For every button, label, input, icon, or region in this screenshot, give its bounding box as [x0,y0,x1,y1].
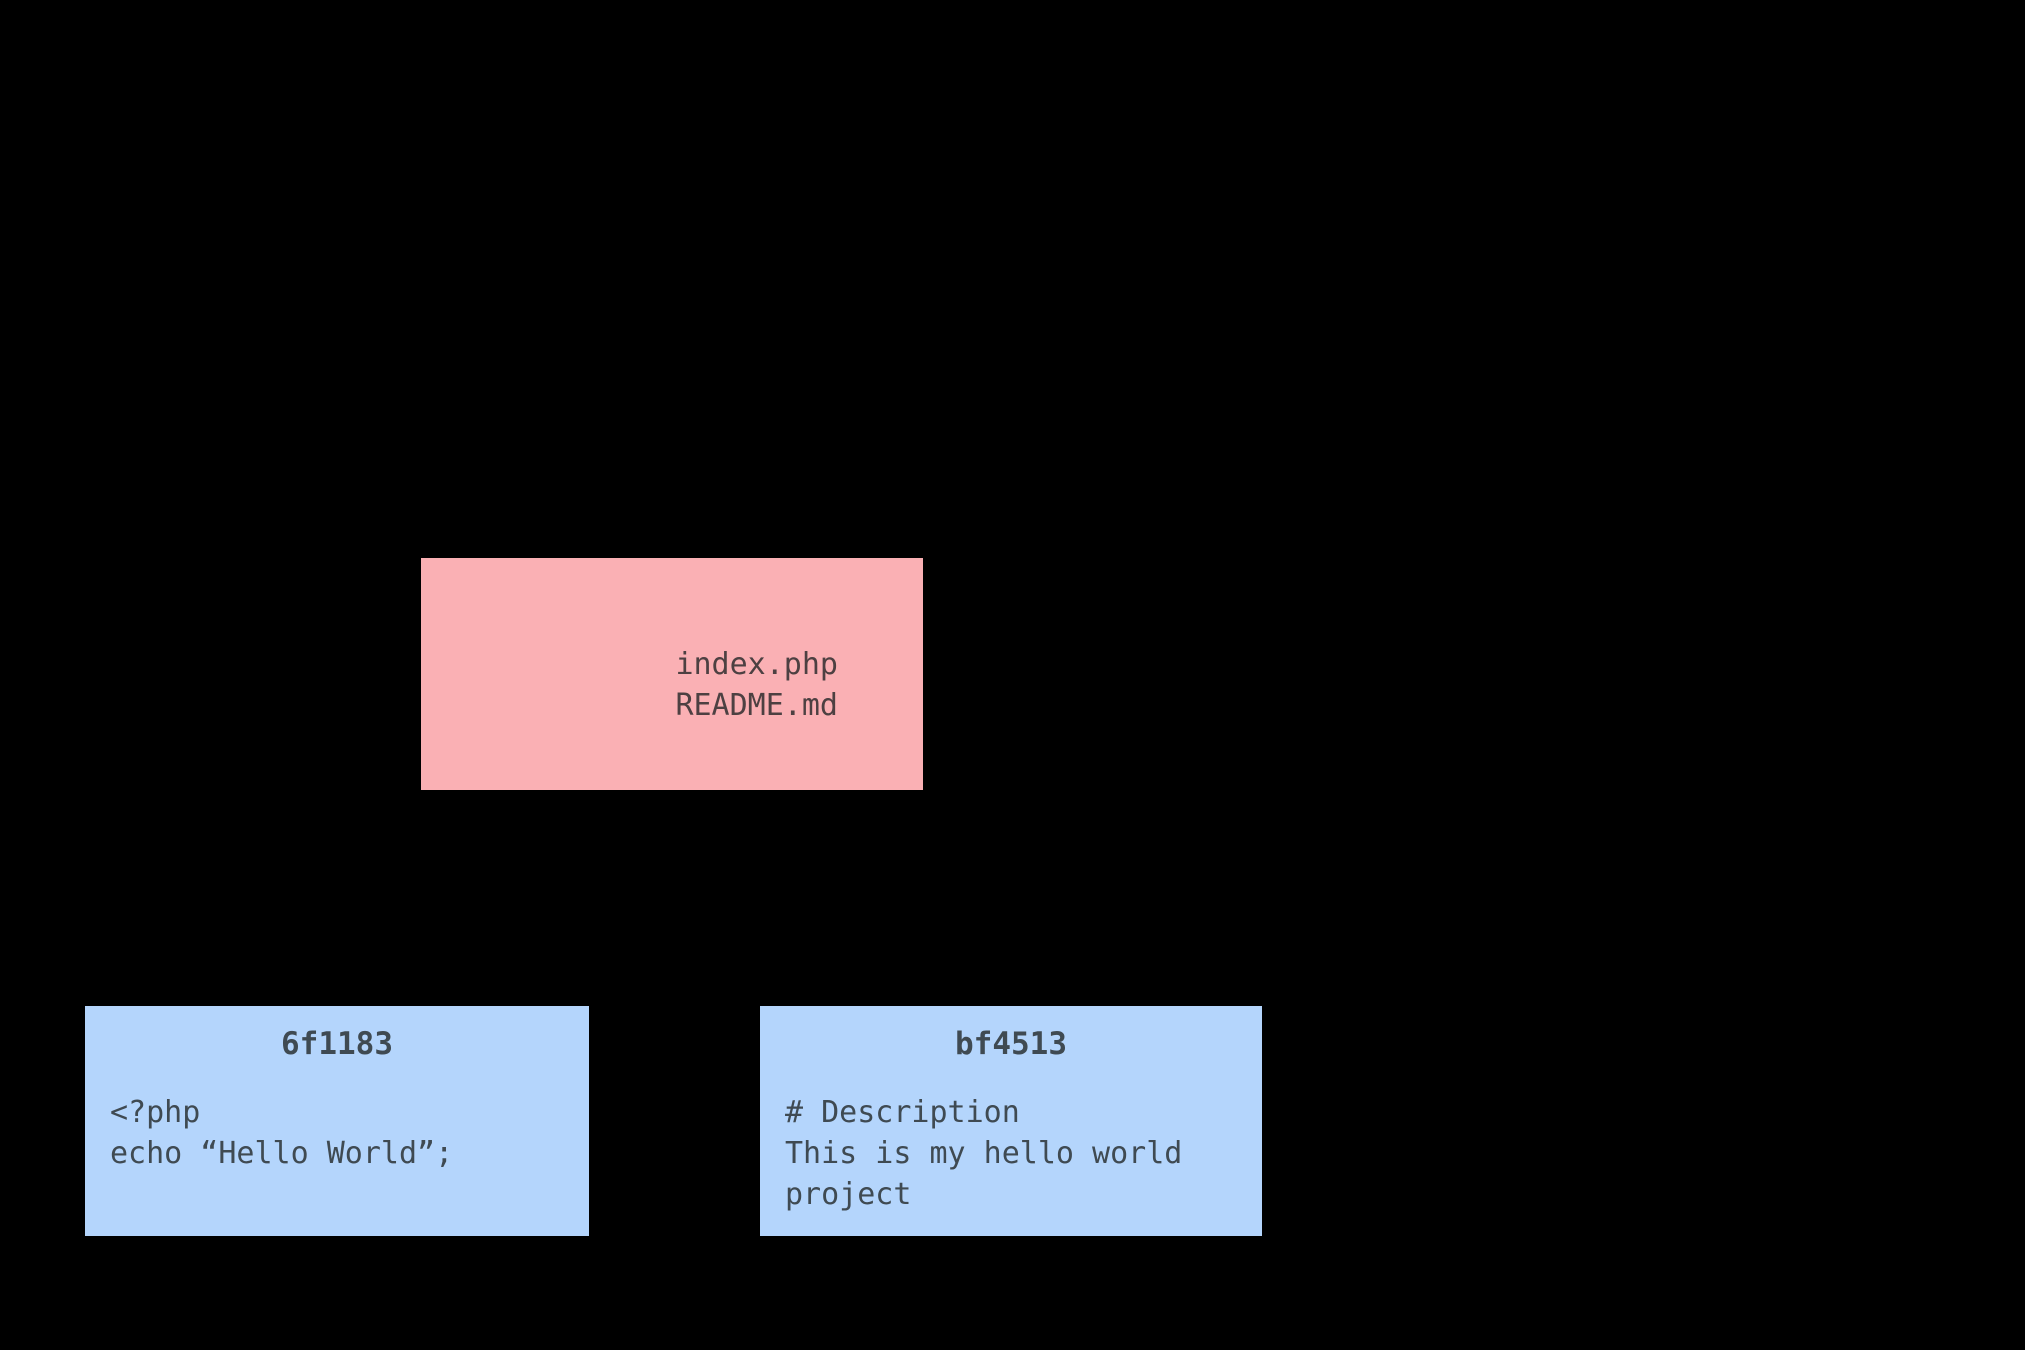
tree-entries-text: index.php README.md [675,647,838,723]
blob-hash-label: 6f1183 [281,1026,393,1062]
git-tree-node[interactable]: index.php README.md [421,558,923,790]
blob-content-text: # Description This is my hello world pro… [785,1095,1183,1212]
blob-content-text: <?php echo “Hello World”; [110,1095,454,1171]
git-blob-node-6f1183[interactable]: 6f1183 <?php echo “Hello World”; [85,1006,589,1236]
git-blob-node-bf4513[interactable]: bf4513 # Description This is my hello wo… [760,1006,1262,1236]
blob-hash-label: bf4513 [955,1026,1067,1062]
